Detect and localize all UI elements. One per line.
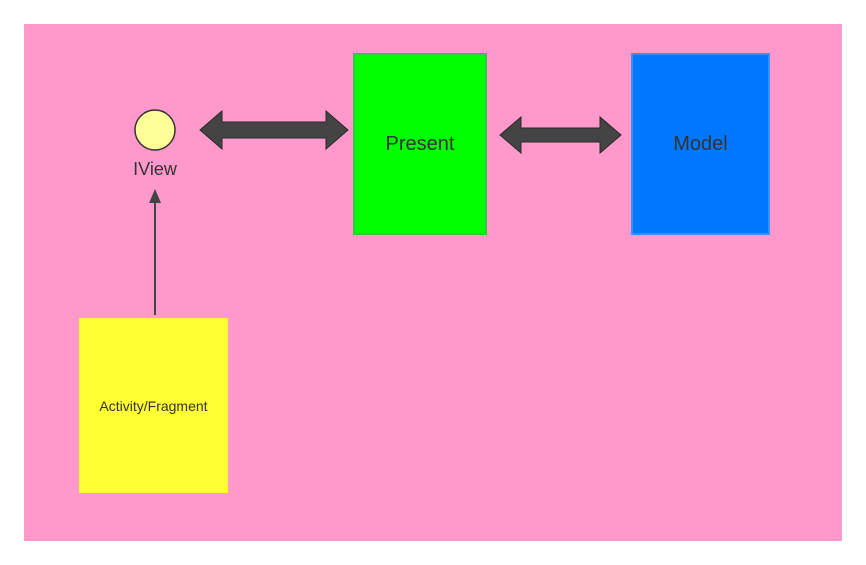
iview-label: IView: [133, 159, 177, 179]
present-label: Present: [385, 132, 455, 155]
iview-node-circle: [134, 109, 176, 151]
activity-fragment-node: Activity/Fragment: [79, 318, 228, 493]
present-model-double-arrow: [499, 115, 622, 155]
model-node: Model: [631, 53, 770, 235]
activity-iview-arrowhead: [149, 189, 161, 203]
diagram-canvas: IView Present Model Activity/Fragment: [24, 24, 842, 541]
activity-fragment-label: Activity/Fragment: [99, 397, 208, 414]
iview-present-double-arrow: [199, 109, 349, 151]
model-label: Model: [673, 132, 728, 155]
diagram-connectors: [134, 109, 622, 315]
present-node: Present: [353, 53, 487, 235]
